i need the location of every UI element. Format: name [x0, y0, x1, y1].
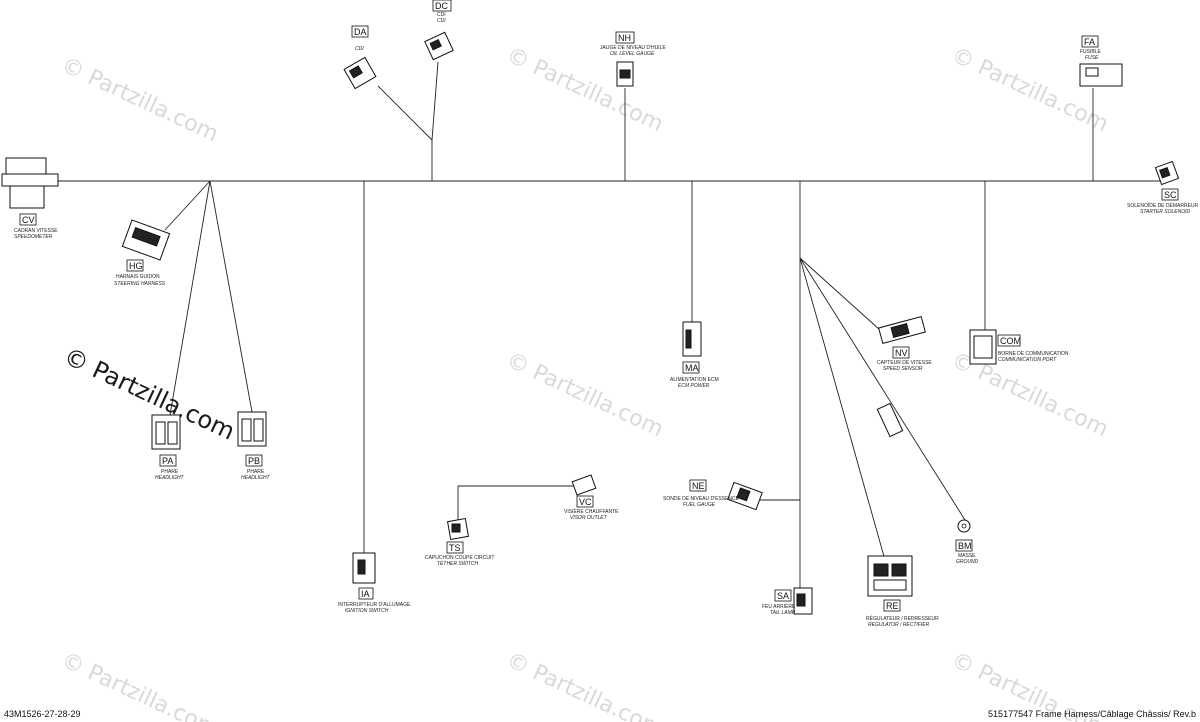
label-en-cv: SPEEDOMETER	[14, 234, 53, 240]
watermark: © Partzilla.com	[57, 53, 221, 147]
inline-fuse	[876, 402, 904, 438]
connector-com: COM BORNE DE COMMUNICATION COMMUNICATION…	[969, 329, 1069, 365]
label-fr-ts: CAPUCHON COUPE CIRCUIT	[425, 555, 494, 561]
code-ts: TS	[449, 543, 461, 553]
connector-ts: TS CAPUCHON COUPE CIRCUIT TETHER SWITCH	[425, 517, 494, 567]
watermark: © Partzilla.com	[502, 648, 666, 722]
connector-ne: NE SONDE DE NIVEAU D'ESSENCE FUEL GAUGE	[663, 479, 763, 511]
code-sa: SA	[777, 591, 789, 601]
label-fr-com: BORNE DE COMMUNICATION	[998, 351, 1069, 357]
code-com: COM	[1000, 336, 1021, 346]
connector-ma: MA ALIMENTATION ECM ECM POWER	[670, 321, 719, 389]
label-en-ne: FUEL GAUGE	[683, 502, 716, 508]
label-fr-sa: FEU ARRIÈRE	[762, 603, 796, 610]
code-bm: BM	[958, 541, 972, 551]
label-fr-cv: CADRAN VITESSE	[14, 228, 58, 234]
code-re: RE	[886, 601, 899, 611]
code-sc: SC	[1164, 190, 1177, 200]
label-en-com: COMMUNICATION PORT	[998, 357, 1057, 363]
label-en-ma: ECM POWER	[678, 383, 710, 389]
connector-pa: PA PHARE HEADLIGHT	[151, 414, 185, 481]
code-fa: FA	[1084, 37, 1095, 47]
code-nh: NH	[618, 33, 631, 43]
label-en-vc: VISOR OUTLET	[570, 515, 608, 521]
code-ia: IA	[361, 589, 370, 599]
code-ma: MA	[685, 363, 699, 373]
code-da: DA	[354, 27, 367, 37]
label-fr-re: RÉGULATEUR / REDRESSEUR	[866, 615, 939, 622]
connector-vc: VC VISIÈRE CHAUFFANTE VISOR OUTLET	[564, 474, 619, 521]
label-fr-hg: HARNAIS GUIDON	[116, 274, 160, 280]
code-cv: CV	[22, 215, 35, 225]
connector-hg: HG HARNAIS GUIDON STEERING HARNESS	[114, 219, 171, 287]
label-fr-bm: MASSE	[958, 553, 976, 559]
label-fr-dc: CDI	[437, 12, 446, 18]
label-en-nh: OIL LEVEL GAUGE	[610, 51, 655, 57]
connector-nh: NH JAUGE DE NIVEAU D'HUILE OIL LEVEL GAU…	[600, 31, 666, 87]
label-fr-ia: INTERRUPTEUR D'ALLUMAGE	[338, 602, 411, 608]
label-fr-fa: FUSIBLE	[1080, 49, 1102, 55]
label-en-nv: SPEED SENSOR	[883, 366, 923, 372]
diagram-id: 43M1526-27-28-29	[4, 709, 81, 719]
label-en-da: CDI	[355, 46, 364, 52]
label-en-dc: CDI	[437, 18, 446, 24]
label-fr-vc: VISIÈRE CHAUFFANTE	[564, 508, 619, 515]
connector-re: RE RÉGULATEUR / REDRESSEUR REGULATOR / R…	[866, 555, 939, 628]
watermarks: © Partzilla.com © Partzilla.com © Partzi…	[57, 43, 1111, 722]
label-en-bm: GROUND	[956, 559, 979, 565]
connector-da: DA CDI	[343, 25, 377, 90]
connector-cv: CV CADRAN VITESSE SPEEDOMETER	[1, 157, 59, 240]
label-en-sc: STARTER SOLENOID	[1140, 209, 1190, 215]
connector-bm: BM MASSE GROUND	[955, 519, 979, 565]
label-fr-ne: SONDE DE NIVEAU D'ESSENCE	[663, 496, 740, 502]
watermark: © Partzilla.com	[502, 348, 666, 442]
watermark-dark: © Partzilla.com	[59, 342, 239, 446]
code-dc: DC	[435, 1, 448, 11]
connector-pb: PB PHARE HEADLIGHT	[237, 411, 271, 481]
code-vc: VC	[579, 497, 592, 507]
code-hg: HG	[129, 261, 143, 271]
watermark: © Partzilla.com	[57, 648, 221, 722]
connector-sa: SA FEU ARRIÈRE TAIL LAMP	[762, 587, 813, 616]
label-en-pa: HEADLIGHT	[155, 475, 185, 481]
label-fr-pb: PHARE	[247, 469, 265, 475]
diagram-title: 515177547 Frame Harness/Câblage Châssis/…	[988, 709, 1196, 719]
label-fr-pa: PHARE	[161, 469, 179, 475]
label-en-hg: STEERING HARNESS	[114, 281, 166, 287]
label-en-ts: TETHER SWITCH	[437, 561, 478, 567]
connector-fa: FA FUSIBLE FUSE	[1079, 35, 1123, 87]
label-en-ia: IGNITION SWITCH	[345, 608, 389, 614]
label-en-pb: HEADLIGHT	[241, 475, 271, 481]
label-fr-ma: ALIMENTATION ECM	[670, 377, 719, 383]
label-fr-sc: SOLENOÏDE DE DÉMARREUR	[1127, 202, 1199, 209]
connector-nv: NV CAPTEUR DE VITESSE SPEED SENSOR	[877, 315, 932, 372]
label-en-sa: TAIL LAMP	[770, 610, 796, 616]
connector-ia: IA INTERRUPTEUR D'ALLUMAGE IGNITION SWIT…	[338, 552, 411, 614]
code-ne: NE	[692, 481, 705, 491]
code-pa: PA	[162, 456, 173, 466]
code-nv: NV	[895, 348, 908, 358]
label-en-re: REGULATOR / RECTIFIER	[868, 622, 930, 628]
code-pb: PB	[248, 456, 260, 466]
connector-sc: SC SOLENOÏDE DE DÉMARREUR STARTER SOLENO…	[1127, 160, 1199, 215]
label-fr-nv: CAPTEUR DE VITESSE	[877, 360, 932, 366]
label-fr-nh: JAUGE DE NIVEAU D'HUILE	[600, 45, 666, 51]
connector-dc: DC CDI CDI	[424, 0, 454, 61]
wires	[40, 61, 1160, 590]
label-en-fa: FUSE	[1085, 55, 1099, 61]
